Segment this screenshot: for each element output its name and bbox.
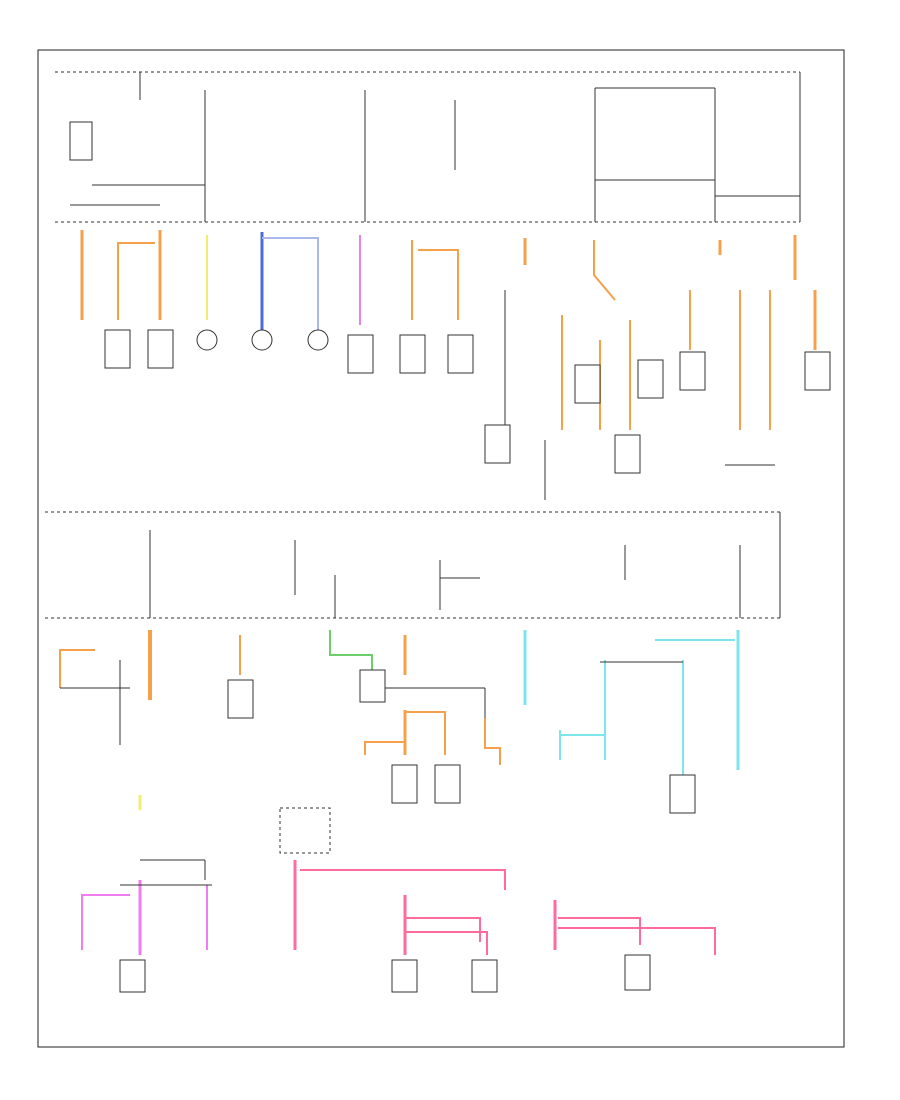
component-box-9 [637, 359, 664, 399]
component-box-10 [679, 351, 706, 391]
wire-orange-5 [418, 249, 459, 320]
component-box-11 [804, 351, 831, 391]
top-section-wires [80, 230, 817, 430]
underhood-fuse-block [55, 71, 801, 223]
component-box-1 [104, 329, 131, 369]
component-box-2 [147, 329, 174, 369]
wire-light-blue-1 [262, 237, 319, 330]
component-box-b7 [119, 959, 146, 993]
component-box-b6 [279, 807, 331, 854]
wire-green-1 [329, 630, 373, 675]
wire-magenta-1 [81, 894, 130, 950]
top-section-components [104, 290, 831, 500]
connector-circle-3 [307, 329, 329, 351]
component-box-4 [399, 334, 426, 374]
connector-circle-2 [251, 329, 273, 351]
component-box-7 [574, 364, 601, 404]
junction-block-top-left [69, 121, 93, 161]
component-box-b9 [471, 959, 498, 993]
component-box-8 [614, 434, 641, 474]
component-box-b2 [359, 669, 386, 703]
wire-cyan-5 [559, 730, 605, 760]
wire-orange-7 [593, 240, 616, 301]
wire-pink-2 [300, 869, 506, 890]
wire-orange-15 [793, 235, 817, 350]
wire-pink-6 [558, 917, 716, 955]
connector-circle-1 [196, 329, 218, 351]
wire-pink-4 [405, 917, 488, 955]
wire-orange-b6 [364, 711, 446, 755]
instrument-panel-fuse-block [45, 511, 781, 619]
wire-orange-b1 [59, 649, 95, 688]
wire-orange-b7 [484, 718, 501, 765]
component-box-b1 [227, 679, 254, 719]
component-box-b3 [391, 764, 418, 804]
component-box-b5 [669, 774, 696, 814]
bottom-section-wires [59, 630, 740, 955]
diagram-frame [37, 49, 845, 1048]
component-box-3 [347, 334, 374, 374]
component-box-b8 [391, 959, 418, 993]
wire-orange-2 [117, 242, 155, 320]
bottom-section-components [60, 660, 696, 993]
component-box-b10 [624, 954, 651, 991]
component-box-5 [447, 334, 474, 374]
component-box-6 [484, 424, 511, 464]
component-box-b4 [434, 764, 461, 804]
